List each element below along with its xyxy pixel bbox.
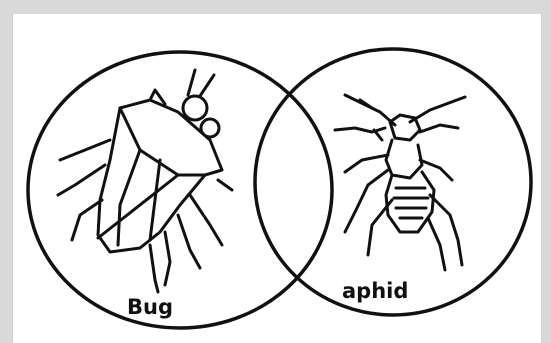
- aphid-icon: [335, 95, 465, 270]
- bug-icon: [58, 70, 232, 292]
- left-circle: [28, 52, 332, 328]
- bug-label: Bug: [127, 295, 173, 319]
- right-circle: [255, 49, 531, 315]
- aphid-label: aphid: [342, 279, 408, 303]
